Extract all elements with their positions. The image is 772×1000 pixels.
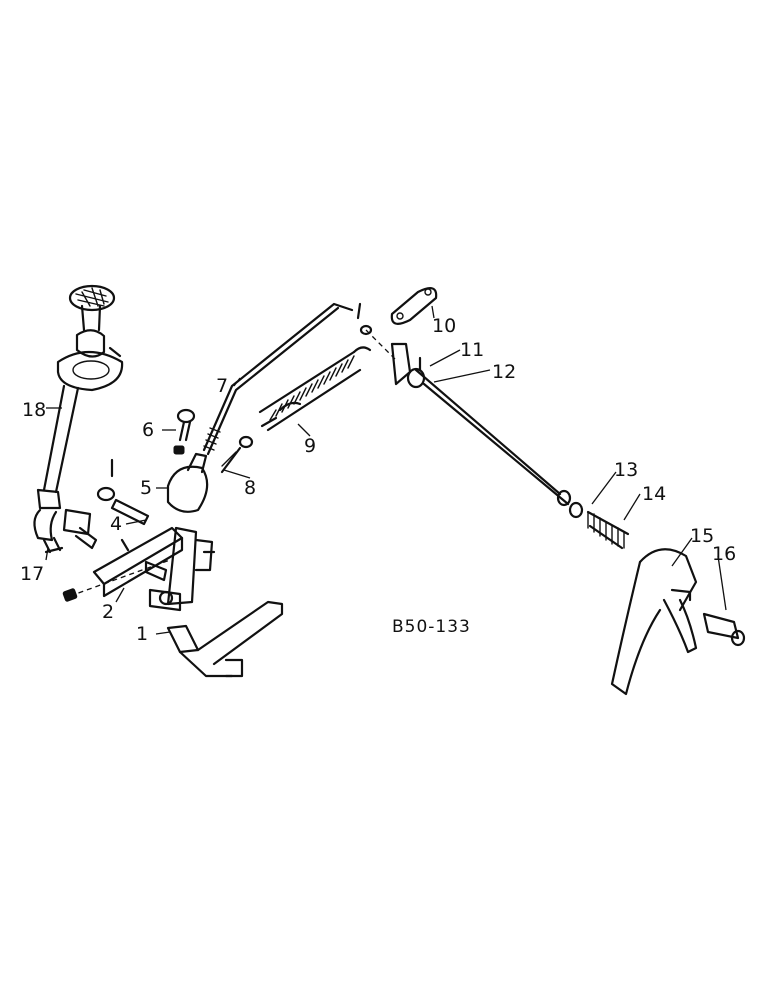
nut <box>62 559 171 602</box>
bolt <box>173 408 196 455</box>
figure-reference: B50-133 <box>392 617 471 637</box>
callout-12: 12 <box>492 361 516 383</box>
callout-18: 18 <box>22 399 46 421</box>
callout-13: 13 <box>614 459 638 481</box>
rod <box>202 302 373 456</box>
callout-8: 8 <box>244 477 256 499</box>
callout-10: 10 <box>432 315 456 337</box>
shift-fork <box>610 548 698 696</box>
leader-lines <box>45 305 727 635</box>
adjuster <box>220 435 254 474</box>
callout-14: 14 <box>642 483 666 505</box>
pedal-arm <box>144 452 216 612</box>
callout-7: 7 <box>216 375 228 397</box>
bracket <box>92 526 184 598</box>
shift-shaft <box>390 342 572 507</box>
callout-11: 11 <box>460 339 484 361</box>
sleeve <box>702 612 746 647</box>
callout-labels: 1 2 4 5 6 7 8 9 10 11 12 13 14 15 16 17 … <box>20 315 736 645</box>
callout-2: 2 <box>102 601 114 623</box>
callout-17: 17 <box>20 563 44 585</box>
callout-9: 9 <box>304 435 316 457</box>
spring <box>258 346 372 432</box>
alignment-line <box>365 329 397 361</box>
link <box>390 287 438 325</box>
callout-6: 6 <box>142 419 154 441</box>
pedal <box>166 600 284 678</box>
callout-5: 5 <box>140 477 152 499</box>
spring-set <box>568 501 630 550</box>
pin <box>96 458 150 526</box>
callout-16: 16 <box>712 543 736 565</box>
callout-15: 15 <box>690 525 714 547</box>
shift-lever-assembly <box>33 284 124 554</box>
callout-1: 1 <box>136 623 148 645</box>
pivot-bolt <box>62 508 98 550</box>
callout-4: 4 <box>110 513 122 535</box>
